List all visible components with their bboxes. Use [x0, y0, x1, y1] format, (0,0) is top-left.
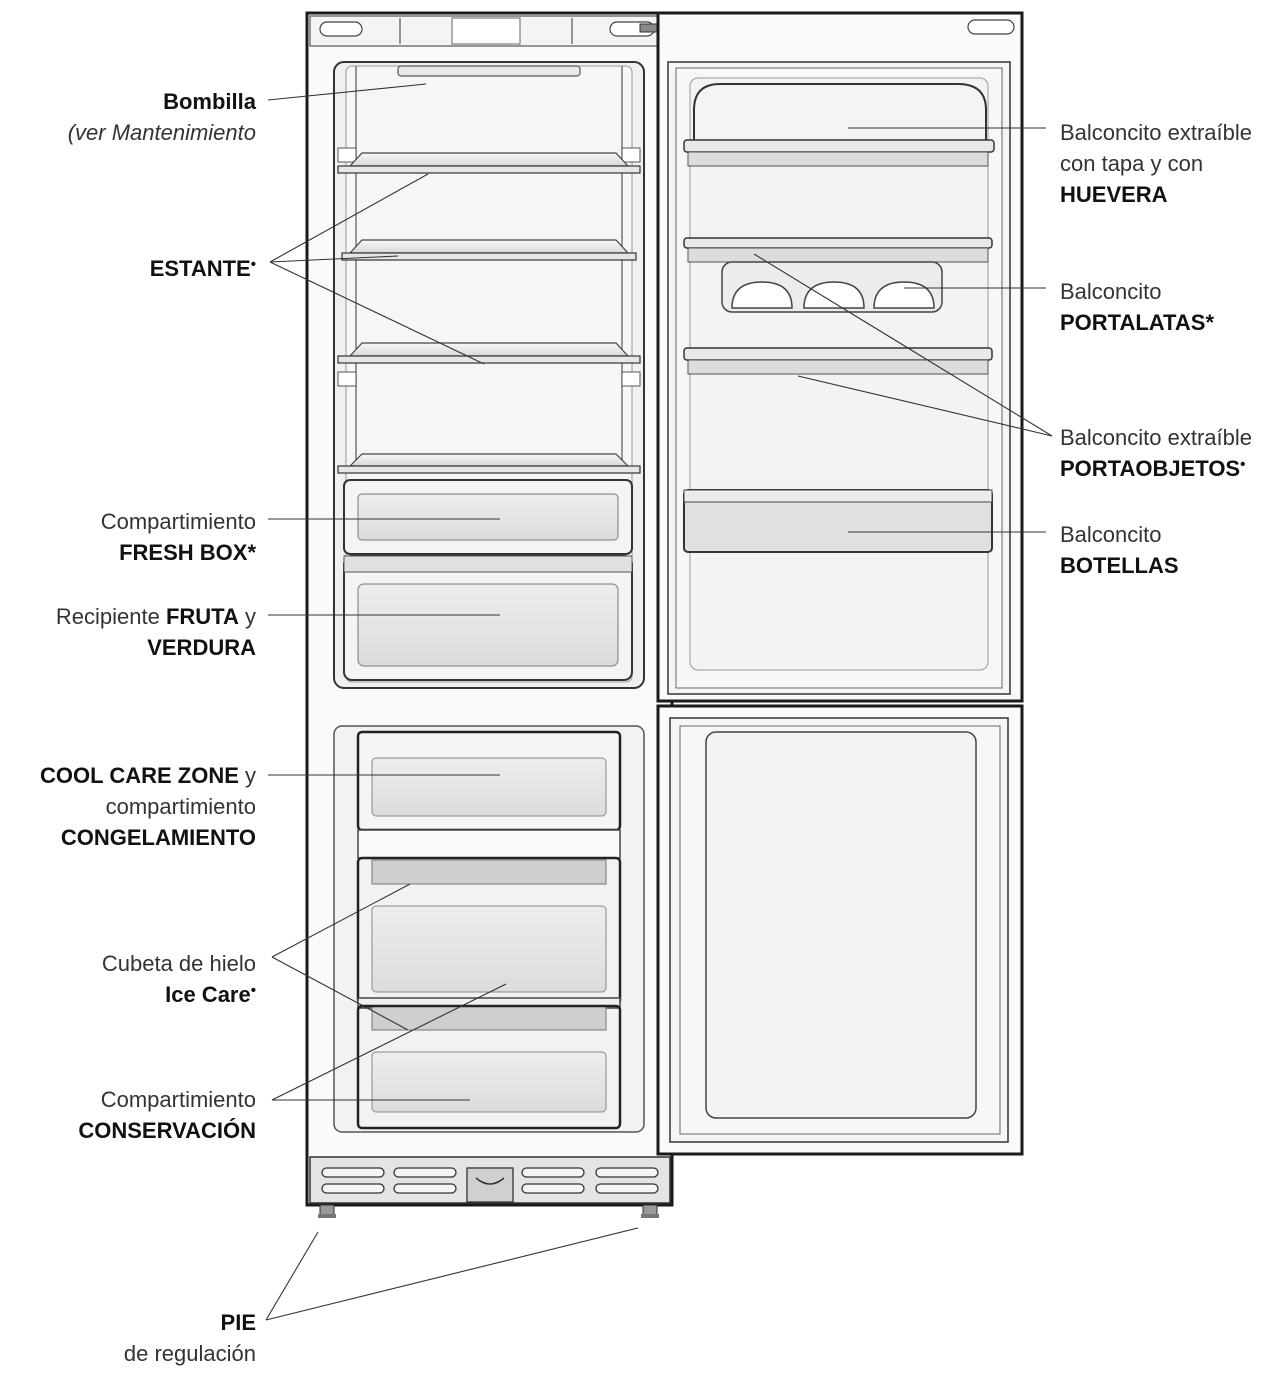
label-botellas: Balconcito BOTELLAS: [1060, 519, 1179, 581]
label-bombilla: Bombilla (ver Mantenimiento: [68, 86, 256, 148]
portaobjetos-line1: Balconcito extraíble: [1060, 425, 1252, 450]
bulb: [397, 65, 581, 77]
shelf-1: [337, 152, 641, 174]
label-fruta-verdura: Recipiente FRUTA y VERDURA: [56, 601, 256, 663]
cool-care-post: y: [238, 763, 256, 788]
fruit-vegetable-drawer: [343, 555, 633, 681]
verdura-title: VERDURA: [147, 635, 256, 660]
pie-title: PIE: [220, 1310, 256, 1335]
fridge-door: [656, 11, 1024, 703]
shelf-4: [337, 453, 641, 474]
estante-mark: •: [250, 256, 256, 273]
freezer-door: [656, 704, 1024, 1156]
portaobjetos-title: PORTAOBJETOS: [1060, 456, 1241, 481]
label-huevera: Balconcito extraíble con tapa y con HUEV…: [1060, 117, 1252, 210]
conservation-drawer: [356, 1004, 622, 1130]
estante-title: ESTANTE: [149, 256, 251, 281]
fresh-box-drawer: [343, 479, 633, 555]
cool-care-drawer: [356, 730, 622, 859]
fresh-box-mark: *: [247, 540, 256, 565]
congelamiento-title: CONGELAMIENTO: [60, 825, 256, 850]
freezer-compartment: [333, 725, 645, 1133]
label-pie: PIE de regulación: [124, 1307, 256, 1369]
fresh-box-line1: Compartimiento: [100, 509, 256, 534]
conservacion-line1: Compartimiento: [100, 1087, 256, 1112]
pie-line2: de regulación: [123, 1341, 256, 1366]
can-balcony: [683, 237, 993, 313]
ice-tray-2: [371, 1005, 607, 1031]
ice-care-mark: •: [250, 982, 256, 999]
leader-lines: [265, 83, 1053, 1321]
bottle-balcony: [683, 489, 993, 553]
base-grille: [309, 1156, 671, 1204]
fruta-mid: y: [238, 604, 256, 629]
ice-care-title: Ice Care: [165, 982, 251, 1007]
label-cool-care: COOL CARE ZONE y compartimiento CONGELAM…: [40, 760, 256, 853]
portaobjetos-mark: •: [1240, 456, 1246, 473]
adjustable-feet: [318, 1204, 659, 1218]
bombilla-note: (ver Mantenimiento: [67, 120, 256, 145]
cool-care-line2: compartimiento: [105, 794, 256, 819]
botellas-line1: Balconcito: [1060, 522, 1162, 547]
huevera-title: HUEVERA: [1060, 182, 1168, 207]
ice-tray-1: [371, 859, 607, 885]
portalatas-mark: *: [1205, 310, 1214, 335]
label-conservacion: Compartimiento CONSERVACIÓN: [78, 1084, 256, 1146]
conservacion-title: CONSERVACIÓN: [78, 1118, 256, 1143]
huevera-line1: Balconcito extraíble: [1060, 120, 1252, 145]
fruta-title: FRUTA: [165, 604, 239, 629]
ice-care-line1: Cubeta de hielo: [101, 951, 256, 976]
portalatas-line1: Balconcito: [1060, 279, 1162, 304]
shelf-2: [341, 239, 637, 261]
fridge-compartment: [333, 61, 645, 689]
label-estante: ESTANTE•: [150, 253, 256, 284]
shelf-3: [337, 342, 641, 364]
botellas-title: BOTELLAS: [1060, 553, 1179, 578]
label-portaobjetos: Balconcito extraíble PORTAOBJETOS•: [1060, 422, 1252, 484]
portalatas-title: PORTALATAS: [1060, 310, 1206, 335]
label-portalatas: Balconcito PORTALATAS*: [1060, 276, 1214, 338]
fruta-pre: Recipiente: [55, 604, 166, 629]
cool-care-title: COOL CARE ZONE: [40, 763, 239, 788]
huevera-line2: con tapa y con: [1060, 151, 1204, 176]
objects-balcony: [683, 347, 993, 375]
label-ice-care: Cubeta de hielo Ice Care•: [102, 948, 256, 1010]
egg-balcony: [683, 83, 995, 167]
fresh-box-title: FRESH BOX: [119, 540, 248, 565]
label-fresh-box: Compartimiento FRESH BOX*: [101, 506, 256, 568]
bombilla-title: Bombilla: [163, 89, 256, 114]
